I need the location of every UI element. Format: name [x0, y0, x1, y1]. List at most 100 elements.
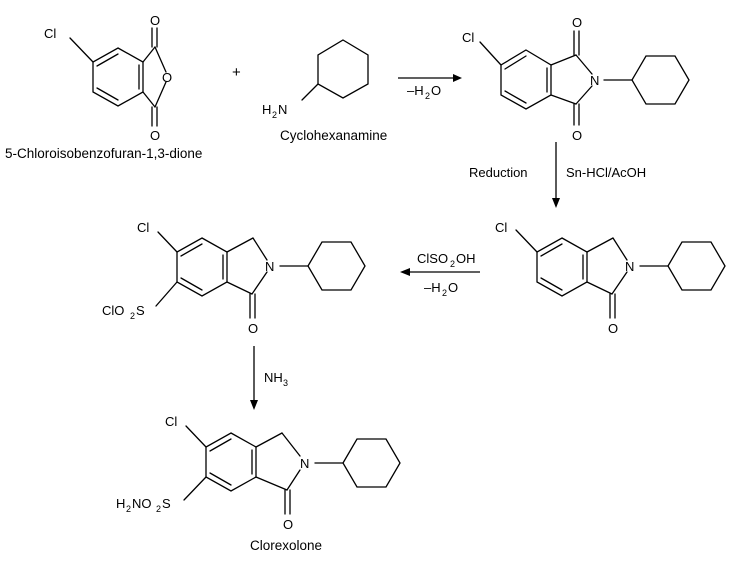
- arrow-head: [250, 400, 258, 410]
- chlorine-atom: Cl: [137, 220, 149, 235]
- clorexolone-structure: Cl H 2 NO 2 S N O Clorexolone: [116, 414, 401, 553]
- carbonyl-oxygen-atom: O: [248, 321, 258, 336]
- step1-condition-a: –H: [407, 83, 424, 98]
- step4-reagent-a: NH: [264, 370, 283, 385]
- ring-bond: [154, 81, 167, 108]
- aromatic-double-bond: [540, 277, 563, 291]
- step1-condition-sub: 2: [425, 91, 430, 101]
- sulfonyl-chloride-structure: Cl ClO 2 S N O: [102, 220, 366, 336]
- ring-bond: [255, 432, 283, 448]
- aromatic-double-bond: [180, 277, 203, 291]
- step3-reagent-b: OH: [456, 251, 476, 266]
- ring-bond: [226, 237, 254, 253]
- lactam-nitrogen-atom: N: [300, 456, 309, 471]
- anhydride-name: 5-Chloroisobenzofuran-1,3-dione: [5, 146, 202, 161]
- cyclohexyl-ring: [667, 241, 726, 291]
- ring-bond: [550, 54, 577, 66]
- aromatic-double-bond: [96, 87, 119, 101]
- carbonyl-oxygen-atom: O: [608, 321, 618, 336]
- step2-arrow: Reduction Sn-HCl/AcOH: [469, 142, 646, 208]
- ring-bond: [612, 237, 628, 261]
- aromatic-double-bond: [504, 55, 527, 70]
- cyclohexane-ring: [317, 39, 369, 99]
- step3-arrow: ClSO 2 OH –H 2 O: [400, 251, 480, 298]
- aromatic-double-bond: [209, 438, 232, 452]
- sulfonamide-label-c: S: [162, 496, 171, 511]
- amine-name: Cyclohexanamine: [280, 128, 387, 143]
- imide-structure: Cl N O O: [462, 15, 690, 143]
- aromatic-double-bond: [96, 53, 119, 67]
- ring-oxygen-atom: O: [162, 70, 172, 85]
- carbonyl-oxygen-atom: O: [572, 15, 582, 30]
- chloro-bond: [157, 231, 178, 253]
- sulfonyl-chloride-label-sub: 2: [130, 311, 135, 321]
- sulfonamide-label-sub1: 2: [126, 504, 131, 514]
- ring-bond: [586, 281, 613, 295]
- lactam-nitrogen-atom: N: [265, 259, 274, 274]
- ring-bond: [281, 432, 301, 457]
- step3-condition-b: O: [448, 280, 458, 295]
- ring-bond: [255, 476, 288, 491]
- chloro-bond: [185, 425, 207, 448]
- amine-n-label: N: [278, 102, 287, 117]
- sulfonamide-label-a: H: [116, 496, 125, 511]
- aromatic-double-bond: [504, 90, 527, 104]
- benzene-ring: [536, 237, 588, 297]
- aromatic-double-bond: [180, 243, 203, 257]
- aromatic-double-bond: [540, 243, 563, 257]
- lactam-structure: Cl N O: [495, 220, 726, 336]
- cyclohexyl-ring: [307, 241, 366, 291]
- amine-h-label: H: [262, 102, 271, 117]
- ring-bond: [575, 85, 593, 105]
- benzene-ring: [500, 49, 552, 110]
- cyclohexyl-ring: [342, 438, 401, 488]
- sulfonamide-label-sub2: 2: [156, 504, 161, 514]
- step3-condition-sub: 2: [442, 288, 447, 298]
- ring-bond: [251, 271, 268, 295]
- plus-sign: +: [232, 64, 241, 81]
- carbonyl-oxygen-atom: O: [283, 517, 293, 532]
- step3-condition-a: –H: [424, 280, 441, 295]
- benzene-ring: [205, 432, 257, 492]
- cyclohexyl-ring: [631, 55, 690, 105]
- ring-bond: [154, 46, 167, 73]
- chloro-bond: [69, 37, 94, 63]
- chloro-bond: [479, 41, 502, 66]
- sulfonamide-bond: [183, 476, 207, 501]
- sulfonyl-chloride-label-a: ClO: [102, 303, 124, 318]
- step3-reagent-a: ClSO: [417, 251, 448, 266]
- sulfonamide-label-b: NO: [132, 496, 152, 511]
- amine-h-subscript: 2: [272, 110, 277, 120]
- ring-bond: [142, 91, 156, 108]
- step3-reagent-sub: 2: [450, 259, 455, 269]
- benzene-ring: [92, 47, 144, 107]
- ring-bond: [286, 469, 301, 491]
- amine-bond: [301, 83, 319, 101]
- arrow-head: [552, 198, 560, 208]
- clorexolone-name: Clorexolone: [250, 538, 322, 553]
- sulfonyl-bond: [155, 281, 178, 307]
- step4-arrow: NH 3: [250, 346, 288, 410]
- arrow-head: [453, 74, 462, 82]
- step1-condition-b: O: [431, 83, 441, 98]
- sulfonyl-chloride-label-b: S: [136, 303, 145, 318]
- lactam-nitrogen-atom: N: [625, 259, 634, 274]
- carbonyl-oxygen-atom: O: [150, 128, 160, 143]
- chlorine-atom: Cl: [44, 26, 56, 41]
- step2-condition-left: Reduction: [469, 165, 528, 180]
- ring-bond: [252, 237, 268, 261]
- carbonyl-oxygen-atom: O: [150, 13, 160, 28]
- arrow-head: [400, 268, 410, 276]
- ring-bond: [611, 271, 628, 295]
- ring-bond: [226, 281, 253, 295]
- cyclohexanamine-structure: H 2 N Cyclohexanamine: [262, 39, 387, 143]
- ring-bond: [586, 237, 614, 253]
- aromatic-double-bond: [209, 472, 232, 486]
- ring-bond: [142, 46, 156, 63]
- chlorine-atom: Cl: [462, 30, 474, 45]
- chlorine-atom: Cl: [495, 220, 507, 235]
- step2-condition-right: Sn-HCl/AcOH: [566, 165, 646, 180]
- carbonyl-oxygen-atom: O: [572, 128, 582, 143]
- ring-bond: [575, 54, 593, 75]
